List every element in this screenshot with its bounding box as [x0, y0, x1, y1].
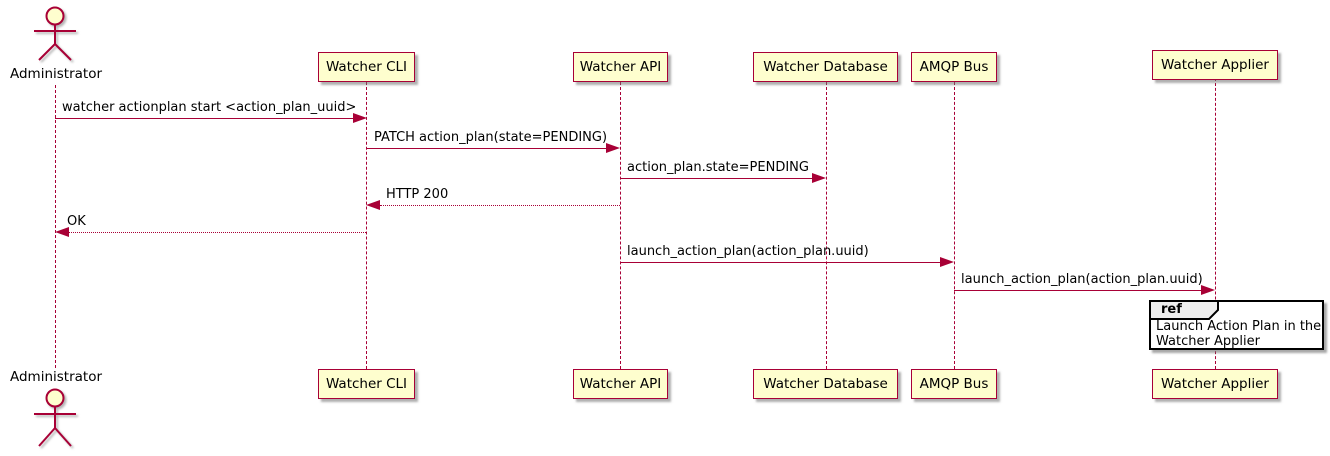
message-line-4 [380, 205, 620, 206]
arrowhead-right-icon [1201, 285, 1215, 295]
participant-box-watcher-cli-bottom: Watcher CLI [318, 369, 415, 399]
arrowhead-left-icon [366, 200, 380, 210]
participant-box-watcher-database-bottom: Watcher Database [753, 369, 898, 399]
actor-label-administrator-top: Administrator [9, 66, 103, 82]
lifeline-watcher-database [826, 82, 827, 369]
message-line-5 [69, 232, 366, 233]
message-line-6 [620, 262, 942, 263]
participant-box-watcher-api-top: Watcher API [573, 52, 668, 82]
lifeline-watcher-applier [1215, 78, 1216, 369]
actor-label-administrator-bottom: Administrator [9, 369, 103, 385]
lifeline-watcher-cli [366, 82, 367, 369]
arrowhead-right-icon [353, 113, 367, 123]
message-label-3: action_plan.state=PENDING [627, 160, 809, 175]
participant-box-watcher-cli-top: Watcher CLI [318, 52, 415, 82]
message-line-2 [366, 148, 608, 149]
ref-fragment: ref Launch Action Plan in the Watcher Ap… [1149, 300, 1324, 350]
participant-box-watcher-database-top: Watcher Database [753, 52, 898, 82]
arrowhead-right-icon [606, 143, 620, 153]
message-label-7: launch_action_plan(action_plan.uuid) [961, 272, 1203, 287]
message-line-7 [954, 290, 1203, 291]
participant-box-amqp-bus-top: AMQP Bus [911, 52, 997, 82]
participant-box-amqp-bus-bottom: AMQP Bus [911, 369, 997, 399]
ref-keyword: ref [1161, 302, 1182, 317]
actor-icon [34, 388, 76, 447]
message-line-3 [620, 178, 815, 179]
arrowhead-left-icon [55, 227, 69, 237]
ref-text-line-1: Launch Action Plan in the [1156, 319, 1322, 334]
actor-icon [34, 6, 76, 61]
arrowhead-right-icon [812, 173, 826, 183]
ref-tab-icon [1149, 300, 1219, 320]
lifeline-amqp-bus [954, 82, 955, 369]
message-line-1 [55, 118, 355, 119]
ref-text-line-2: Watcher Applier [1156, 334, 1260, 349]
participant-box-watcher-applier-top: Watcher Applier [1152, 50, 1278, 80]
lifeline-watcher-api [620, 82, 621, 369]
message-label-5: OK [67, 214, 86, 229]
message-label-2: PATCH action_plan(state=PENDING) [374, 130, 608, 145]
participant-box-watcher-api-bottom: Watcher API [573, 369, 668, 399]
message-label-1: watcher actionplan start <action_plan_uu… [62, 100, 357, 115]
participant-box-watcher-applier-bottom: Watcher Applier [1152, 369, 1278, 399]
lifeline-administrator [55, 85, 56, 368]
message-label-4: HTTP 200 [386, 187, 449, 202]
arrowhead-right-icon [940, 257, 954, 267]
message-label-6: launch_action_plan(action_plan.uuid) [627, 244, 869, 259]
